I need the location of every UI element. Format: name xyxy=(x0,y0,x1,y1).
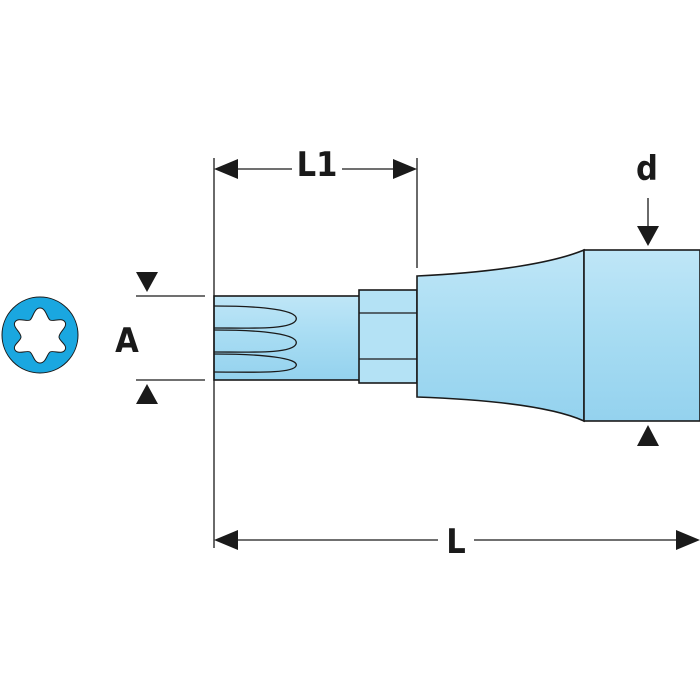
extension-lines xyxy=(136,158,418,548)
dimension-l: L xyxy=(214,520,700,562)
hex-collar xyxy=(358,289,418,384)
dimension-a: A xyxy=(115,272,158,404)
tapered-shank xyxy=(416,248,585,423)
label-a: A xyxy=(115,321,139,361)
dimension-d: d xyxy=(636,149,659,446)
torx-bit xyxy=(213,295,361,381)
drive-end xyxy=(583,249,700,422)
label-d: d xyxy=(636,149,658,189)
label-l1: L1 xyxy=(297,145,338,185)
dimension-l1: L1 xyxy=(214,145,417,185)
label-l: L xyxy=(446,522,466,562)
socket-body xyxy=(213,248,700,423)
torx-profile-icon xyxy=(1,296,79,374)
